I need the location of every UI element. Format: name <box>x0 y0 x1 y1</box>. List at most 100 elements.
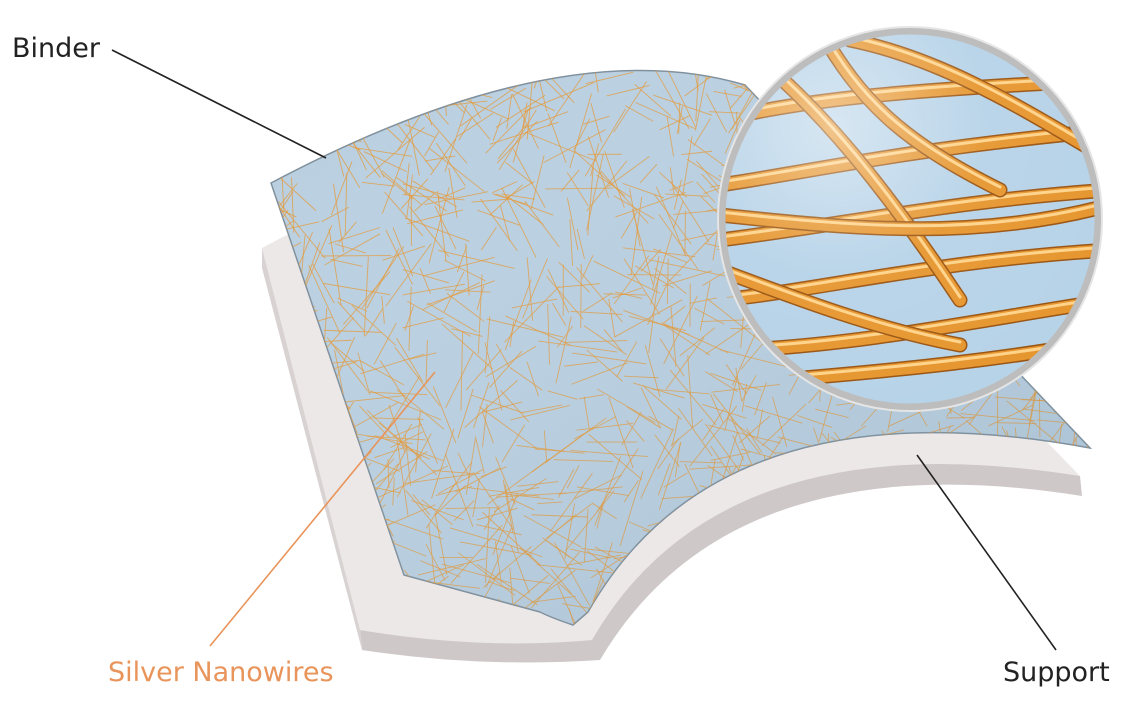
nanowire-strand <box>355 92 372 127</box>
nanowire-strand <box>384 56 448 62</box>
nanowire-strand <box>985 528 1008 568</box>
nanowire-strand <box>800 582 816 626</box>
nanowire-strand <box>670 610 712 626</box>
nanowire-strand <box>632 628 702 658</box>
nanowire-strand <box>282 63 288 91</box>
nanowire-strand <box>525 53 534 82</box>
nanowire-strand <box>824 528 854 560</box>
nanowire-strand <box>267 430 298 488</box>
nanowire-strand <box>968 576 1001 618</box>
nanowire-strand <box>969 583 989 616</box>
nanowire-strand <box>652 587 710 589</box>
nanowire-strand <box>1035 508 1080 562</box>
nanowire-strand <box>1004 506 1046 517</box>
nanowire-strand <box>971 578 985 606</box>
nanowire-strand <box>1076 404 1133 433</box>
nanowire-strand <box>1014 492 1047 519</box>
nanowire-strand <box>889 506 917 507</box>
nanowire-strand <box>296 506 319 517</box>
nanowire-strand <box>1045 526 1071 573</box>
nanowire-strand <box>715 537 718 614</box>
nanowire-strand <box>612 624 678 647</box>
binder-label: Binder <box>12 35 100 62</box>
nanowire-strand <box>789 612 822 648</box>
nanowire-strand <box>1044 548 1066 572</box>
nanowire-strand <box>288 42 293 90</box>
nanowire-strand <box>823 570 862 610</box>
nanowire-strand <box>643 41 668 70</box>
nanowire-strand <box>785 607 813 625</box>
nanowire-strand <box>297 592 305 616</box>
nanowire-strand <box>823 625 862 657</box>
nanowire-strand <box>345 59 416 74</box>
nanowire-strand <box>684 628 720 697</box>
nanowire-strand <box>1058 367 1096 380</box>
nanowire-strand <box>253 211 284 226</box>
nanowire-strand <box>682 610 716 627</box>
nanowire-strand <box>303 570 337 582</box>
nanowire-strand <box>407 65 412 106</box>
nanowire-strand <box>701 563 727 582</box>
nanowire-strand <box>664 605 672 661</box>
nanowire-strand <box>1070 358 1104 393</box>
nanowire-strand <box>650 597 688 599</box>
nanowire-strand <box>1061 622 1084 659</box>
nanowire-strand <box>295 595 333 600</box>
nanowire-strand <box>264 82 326 99</box>
nanowire-strand <box>838 523 892 540</box>
nanowire-strand <box>912 493 953 548</box>
nanowire-strand <box>954 554 1000 585</box>
nanowire-strand <box>902 537 959 568</box>
nanowire-strand <box>883 609 921 669</box>
nanowire-strand <box>730 608 757 638</box>
nanowire-strand <box>227 461 287 471</box>
nanowire-strand <box>715 64 748 70</box>
nanowire-strand <box>982 495 1022 518</box>
nanowire-strand <box>912 503 930 560</box>
nanowire-strand <box>902 486 922 528</box>
nanowire-strand <box>884 562 886 589</box>
nanowire-strand <box>314 552 330 577</box>
nanowire-strand <box>808 589 839 611</box>
nanowire-strand <box>262 320 263 347</box>
nanowire-strand <box>885 540 912 559</box>
nanowire-strand <box>888 577 893 602</box>
nanowire-strand <box>906 532 935 597</box>
nanowire-strand <box>424 49 451 84</box>
nanowire-strand <box>263 542 302 583</box>
nanowire-strand <box>715 585 766 592</box>
nanowire-strand <box>926 510 942 544</box>
nanowire-strand <box>370 44 401 60</box>
nanowire-strand <box>299 74 316 93</box>
nanowire-strand <box>929 512 956 536</box>
nanowire-strand <box>1066 610 1091 616</box>
nanowire-strand <box>917 563 958 615</box>
nanowire-strand <box>892 588 902 662</box>
nanowire-strand <box>692 64 765 69</box>
nanowire-strand <box>949 518 1008 567</box>
nanowire-strand <box>846 616 921 639</box>
nanowire-strand <box>862 502 884 519</box>
nanowire-strand <box>730 601 791 637</box>
nanowire-strand <box>935 590 982 613</box>
nanowire-strand <box>978 575 1013 577</box>
nanowire-strand <box>784 559 803 603</box>
nanowire-strand <box>824 506 845 561</box>
nanowire-strand <box>931 590 1000 593</box>
nanowire-strand <box>749 525 796 538</box>
nanowire-strand <box>859 515 893 533</box>
nanowire-strand <box>309 42 351 77</box>
nanowire-strand <box>293 47 313 74</box>
nanowire-strand <box>896 553 918 600</box>
nanowire-strand <box>406 54 471 61</box>
nanowire-strand <box>805 589 855 625</box>
nanowire-strand <box>998 539 1022 572</box>
nanowire-strand <box>671 617 689 675</box>
nanowire-strand <box>884 517 893 544</box>
nanowire-strand <box>240 66 276 110</box>
nanowire-strand <box>971 576 996 578</box>
nanowire-strand <box>1073 593 1100 612</box>
nanowire-strand <box>849 502 861 542</box>
nanowire-strand <box>1073 371 1123 385</box>
